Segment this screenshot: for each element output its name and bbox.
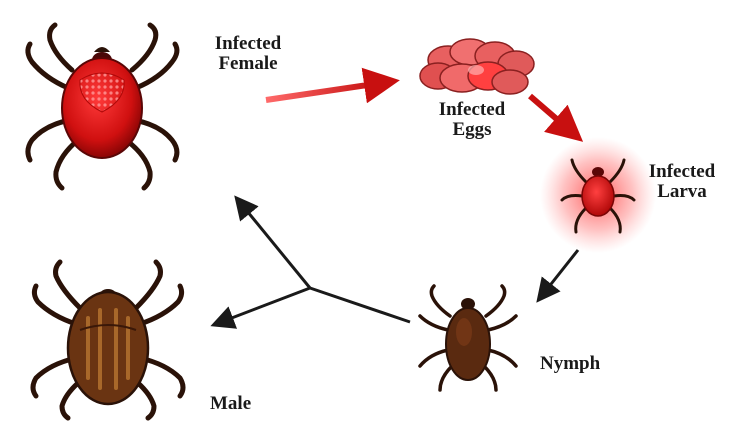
label-infected-female-line2: Female [198,54,298,74]
label-infected-larva-line1: Infected [632,162,732,182]
infected-eggs-icon [420,39,534,94]
infected-female-tick-icon [28,25,177,188]
label-infected-larva-line2: Larva [632,182,732,202]
infection-arrow-eggs-to-larva [530,96,574,134]
label-male-text: Male [210,393,251,414]
nymph-tick-icon [420,286,516,390]
male-tick-icon [33,262,183,418]
label-male: Male [210,394,251,414]
label-infected-female: Infected Female [198,34,298,74]
label-infected-female-line1: Infected [198,34,298,54]
label-infected-eggs-line1: Infected [420,100,524,120]
label-nymph-text: Nymph [540,353,600,374]
arrow-to-male [216,288,310,324]
label-infected-larva: Infected Larva [632,162,732,202]
label-nymph: Nymph [540,354,600,374]
arrow-nymph-split-line [310,288,410,322]
label-infected-eggs: Infected Eggs [420,100,524,140]
label-infected-eggs-line2: Eggs [420,120,524,140]
infection-arrow-female-to-eggs [266,82,388,100]
arrow-to-female [238,200,310,288]
arrow-larva-to-nymph [540,250,578,298]
